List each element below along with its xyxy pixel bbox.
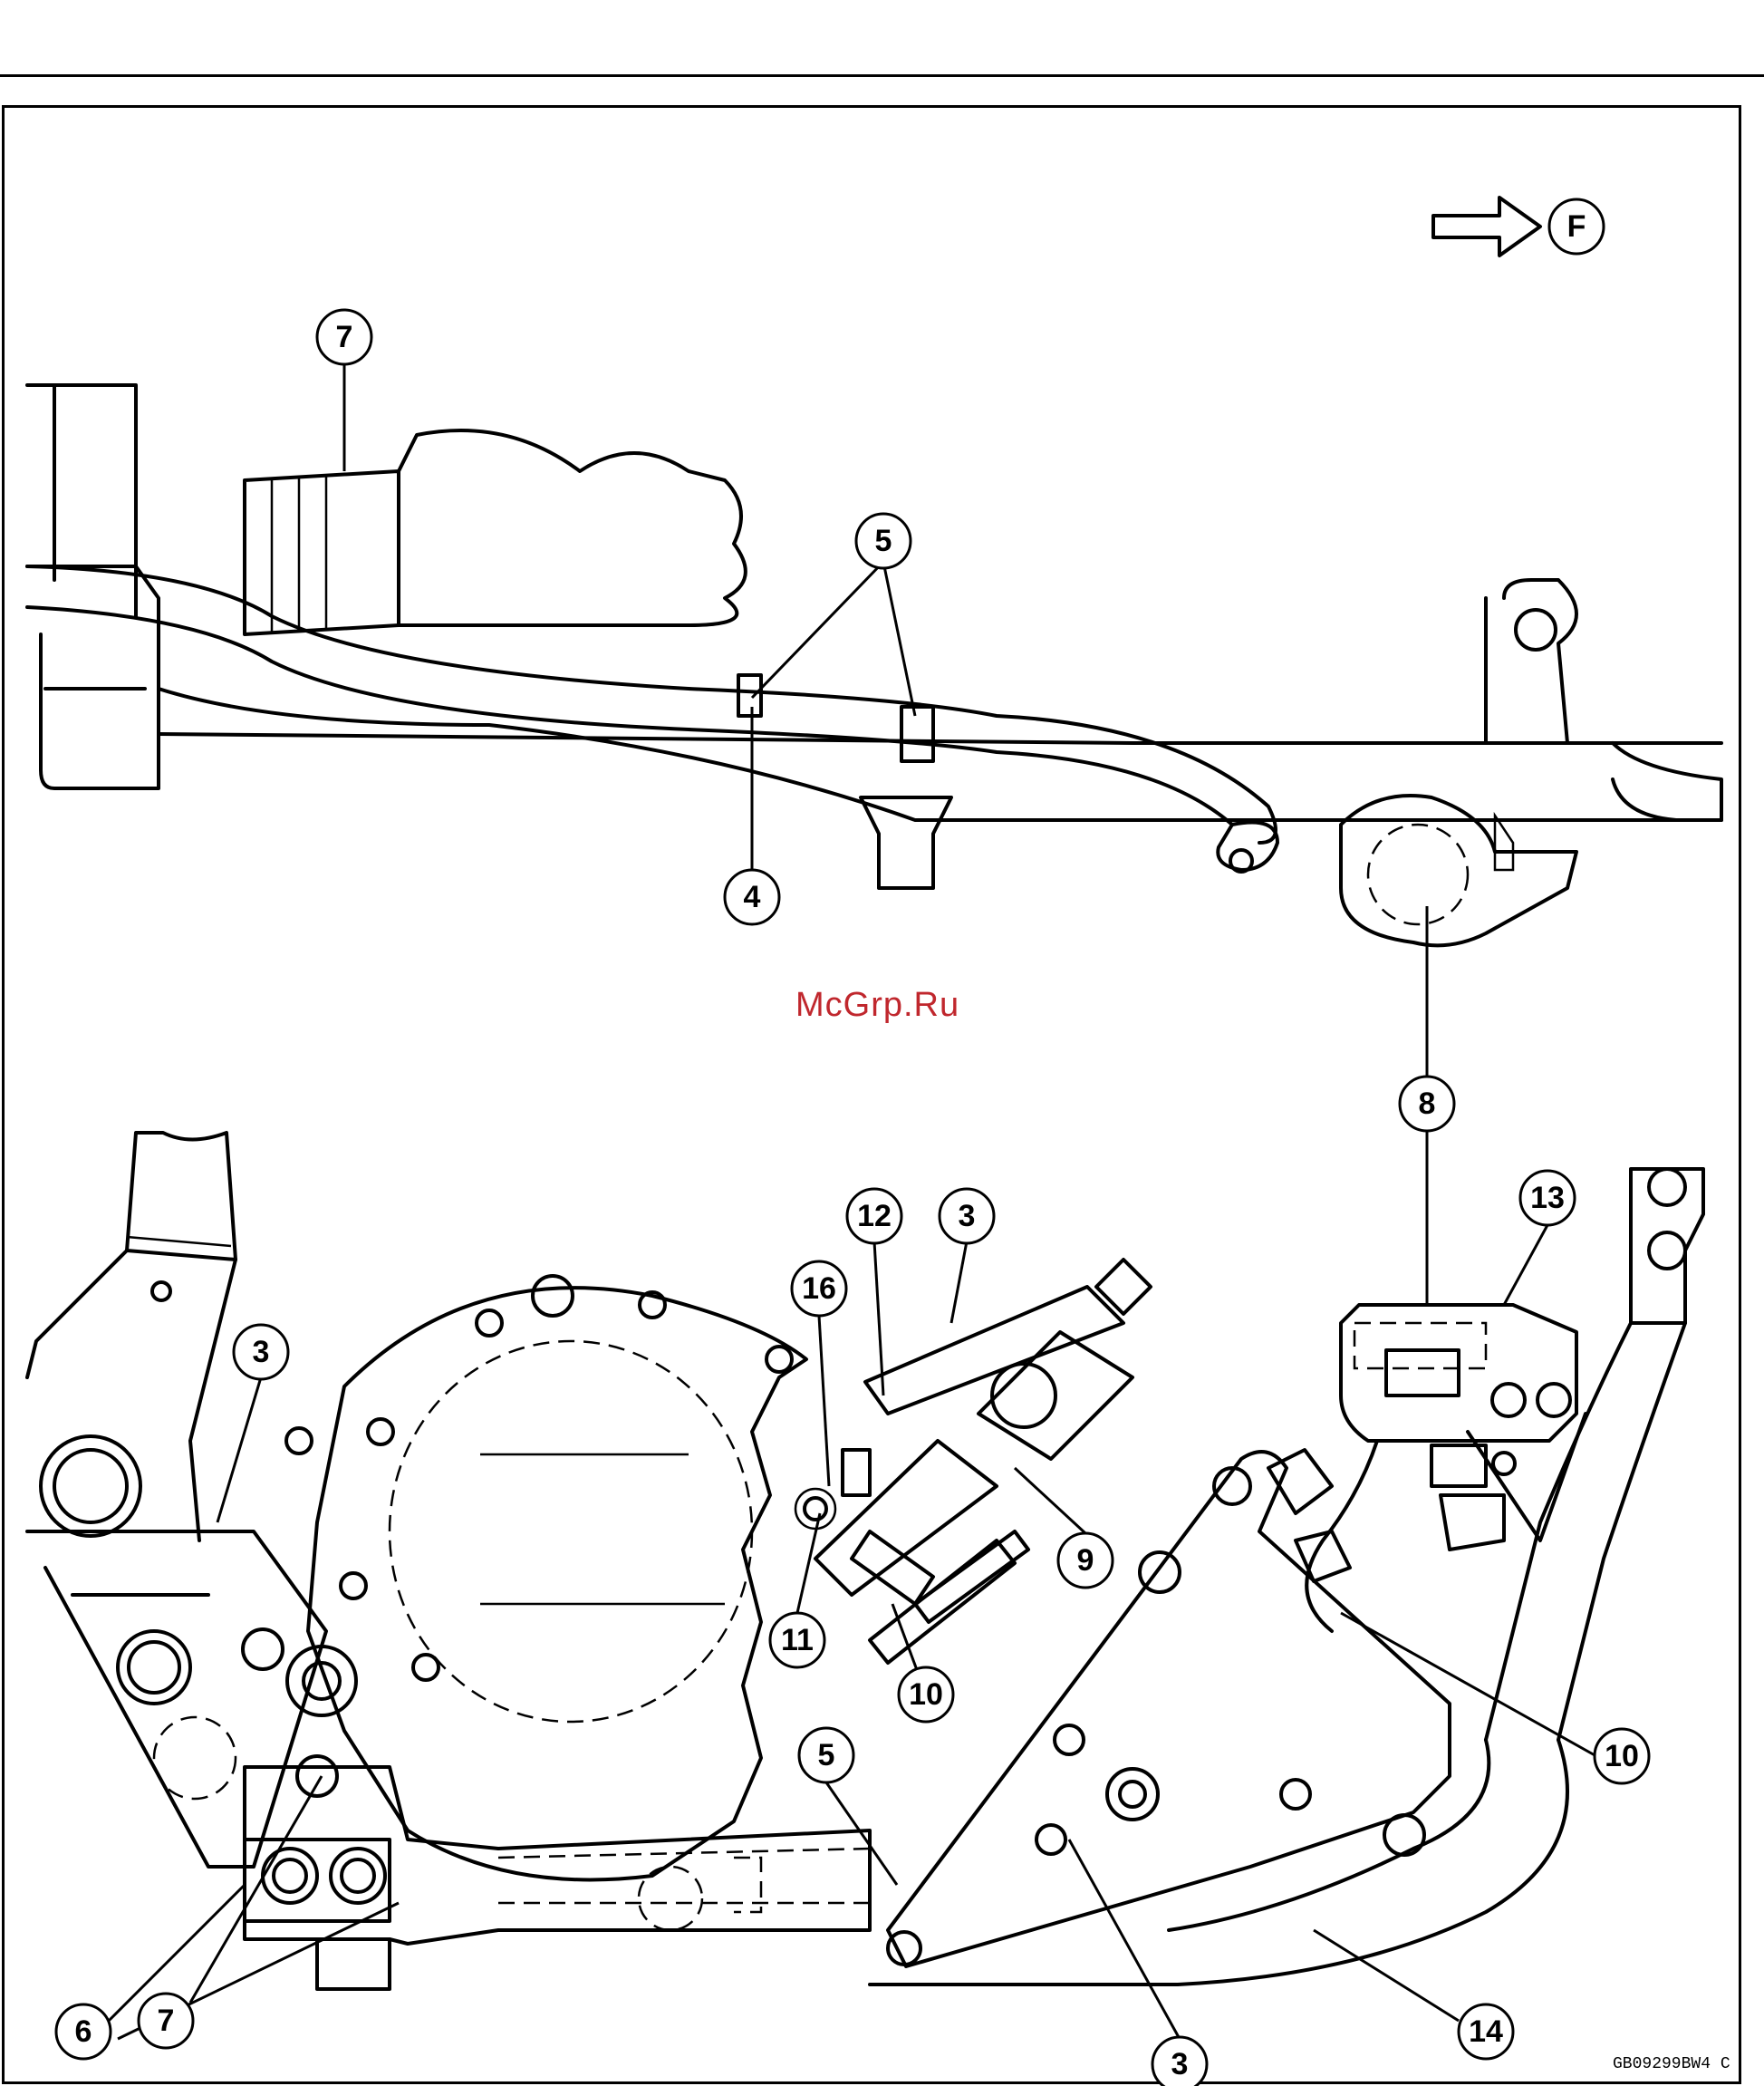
svg-text:7: 7: [336, 320, 353, 354]
direction-label: F: [1567, 209, 1586, 244]
callout-6: 6: [56, 2004, 111, 2059]
callout-3-top: 3: [940, 1189, 994, 1243]
svg-text:10: 10: [1605, 1739, 1639, 1773]
callout-12: 12: [847, 1189, 901, 1243]
lower-assembly: [27, 1133, 1703, 1989]
callout-3-left: 3: [234, 1325, 288, 1379]
callout-5-low: 5: [799, 1728, 853, 1782]
svg-text:3: 3: [253, 1335, 270, 1369]
svg-text:12: 12: [857, 1199, 892, 1233]
svg-text:16: 16: [802, 1271, 836, 1306]
callout-upper-5: 5: [856, 514, 911, 568]
callout-upper-4: 4: [725, 870, 779, 924]
svg-text:13: 13: [1530, 1181, 1565, 1215]
callout-10-right: 10: [1595, 1729, 1649, 1783]
svg-text:10: 10: [909, 1677, 943, 1712]
figure-code: GB09299BW4 C: [1613, 2055, 1730, 2073]
svg-text:3: 3: [959, 1199, 976, 1233]
callout-upper-7: 7: [317, 310, 371, 364]
callout-7-low: 7: [139, 1994, 193, 2048]
callout-10-mid: 10: [899, 1667, 953, 1722]
callout-11: 11: [770, 1613, 824, 1667]
callout-9: 9: [1058, 1533, 1113, 1588]
svg-text:11: 11: [781, 1623, 814, 1657]
svg-text:5: 5: [818, 1738, 835, 1772]
callout-14: 14: [1459, 2004, 1513, 2059]
callout-16: 16: [792, 1261, 846, 1316]
svg-text:6: 6: [75, 2014, 92, 2049]
svg-text:5: 5: [875, 524, 892, 558]
upper-assembly: [27, 385, 1721, 945]
svg-text:7: 7: [158, 2004, 175, 2038]
callout-upper-8: 8: [1400, 1077, 1454, 1131]
callout-3-bottom: 3: [1152, 2037, 1207, 2086]
svg-text:9: 9: [1077, 1543, 1094, 1578]
svg-text:4: 4: [744, 880, 761, 914]
svg-text:14: 14: [1469, 2014, 1503, 2049]
svg-text:3: 3: [1171, 2047, 1189, 2081]
callout-13: 13: [1520, 1171, 1575, 1225]
front-arrow-icon: [1433, 198, 1540, 256]
direction-callout: F: [1549, 199, 1604, 254]
watermark-text: McGrp.Ru: [795, 986, 959, 1025]
svg-text:8: 8: [1419, 1086, 1436, 1121]
